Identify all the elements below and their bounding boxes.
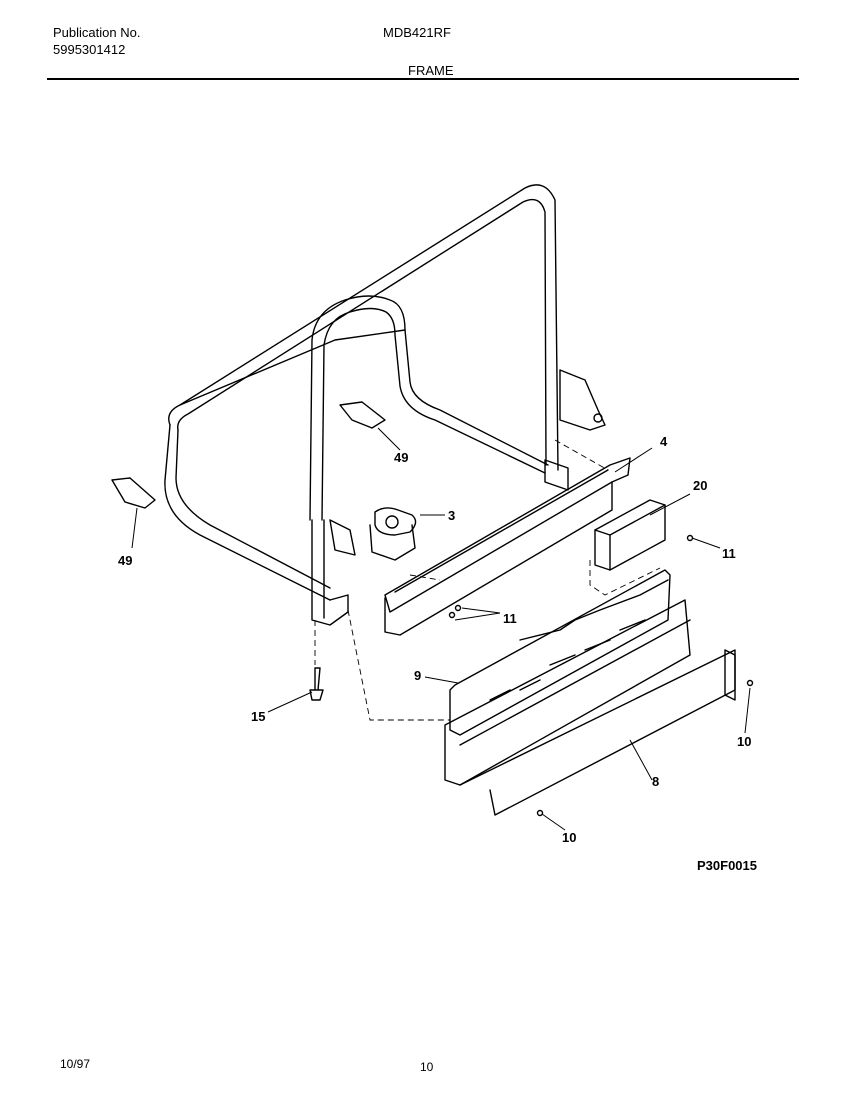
callout-11-center: 11	[503, 611, 517, 626]
header-divider	[47, 78, 799, 80]
front-leg	[311, 519, 349, 626]
right-rail	[179, 329, 406, 406]
publication-number: 5995301412	[53, 42, 126, 57]
left-rail-outer	[164, 424, 331, 601]
footer-date: 10/97	[60, 1057, 91, 1071]
page-number: 10	[420, 1060, 434, 1074]
front-frame-inner	[321, 307, 546, 521]
figure-code: P30F0015	[697, 858, 757, 873]
callout-15: 15	[251, 709, 265, 724]
callout-49-right: 49	[394, 450, 408, 465]
front-frame-outer	[309, 295, 549, 521]
left-rail-inner	[175, 429, 331, 589]
front-rail	[384, 457, 631, 613]
callout-10-bottom: 10	[562, 830, 576, 845]
callout-11-right: 11	[722, 546, 736, 561]
publication-label: Publication No.	[53, 25, 141, 40]
screw-15	[309, 667, 324, 701]
rear-frame-outer	[168, 184, 559, 471]
callout-49-left: 49	[118, 553, 132, 568]
model-number: MDB421RF	[383, 25, 451, 40]
callout-10-right: 10	[737, 734, 751, 749]
callout-9: 9	[414, 668, 421, 683]
callout-8: 8	[652, 774, 659, 789]
junction-box	[594, 499, 666, 571]
foot-49-right	[339, 401, 386, 429]
kick-plate	[444, 599, 691, 786]
valve-bracket	[369, 524, 416, 561]
foot-49-left	[111, 477, 156, 509]
callout-20: 20	[693, 478, 707, 493]
toe-panel-inner	[449, 569, 671, 736]
section-title: FRAME	[408, 63, 454, 78]
rear-frame-inner	[177, 198, 547, 466]
callout-3: 3	[448, 508, 455, 523]
callout-4: 4	[660, 434, 668, 449]
